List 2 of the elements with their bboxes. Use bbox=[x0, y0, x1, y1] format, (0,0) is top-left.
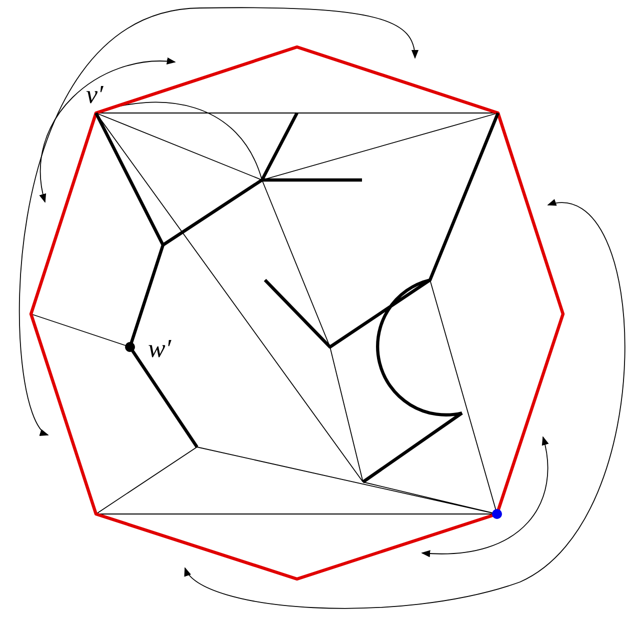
vertex-label: w′ bbox=[148, 336, 172, 362]
vertex-label: v′ bbox=[86, 82, 104, 108]
